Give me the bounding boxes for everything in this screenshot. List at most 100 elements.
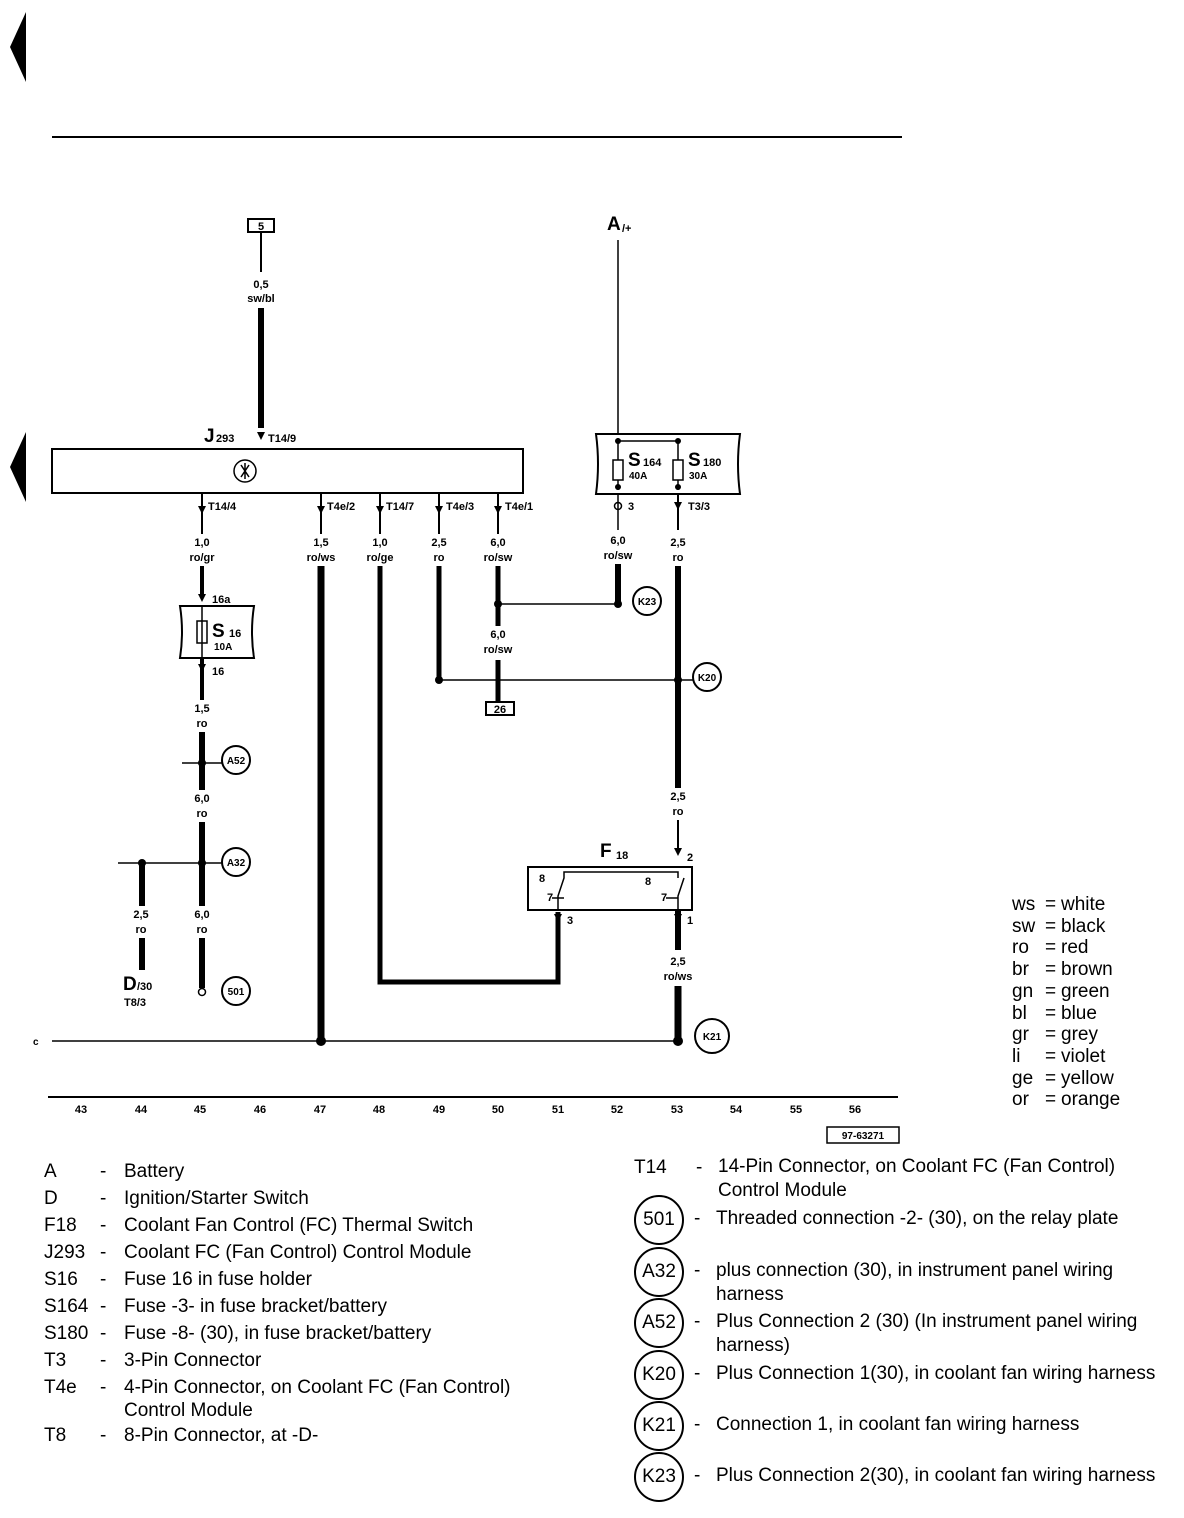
switch-pin-3-label: 3: [567, 915, 573, 927]
wire-45c-color: ro: [197, 808, 208, 820]
wire-48-size: 1,0: [372, 537, 387, 549]
switch-pin-3-arrow: [554, 914, 562, 922]
wire-53c-color: ro/ws: [664, 971, 693, 983]
connection-A52-label: A52: [227, 756, 246, 767]
component-dash: -: [100, 1350, 107, 1371]
grid-label: 54: [730, 1104, 743, 1116]
module-pin-top: T14/9: [268, 433, 296, 445]
wire-50a-size: 6,0: [490, 537, 505, 549]
component-dash: -: [100, 1269, 107, 1290]
connection-501-icon: [221, 976, 251, 1006]
color-code: ws: [1012, 894, 1036, 915]
connection-A52-icon: [221, 745, 251, 775]
grid-label: 52: [611, 1104, 623, 1116]
grid-label: 43: [75, 1104, 87, 1116]
switch-label: F: [600, 841, 612, 862]
connector-row: A52 - Plus Connection 2 (30) (In instrum…: [634, 1298, 1166, 1358]
connector-row: K20 - Plus Connection 1(30), in coolant …: [634, 1350, 1166, 1400]
component-row: T3-3-Pin Connector: [44, 1347, 564, 1374]
fuse-S164-sub: 164: [643, 457, 662, 469]
switch-pin-2-label: 2: [687, 852, 693, 864]
node-47-ground: [316, 1036, 326, 1046]
wire-color-legend: ws=white sw=black ro=red br=brown gn=gre…: [1012, 894, 1120, 1111]
node-53-K20: [674, 676, 682, 684]
connector-dash: -: [694, 1311, 701, 1332]
connector-dash: -: [696, 1157, 703, 1178]
module-sub: 293: [216, 433, 234, 445]
ignition-label: D: [123, 974, 137, 995]
color-code: or: [1012, 1089, 1029, 1111]
color-eq: =: [1045, 980, 1057, 1002]
color-name: violet: [1061, 1045, 1106, 1067]
module-pin-stubs: [201, 493, 499, 534]
component-dash: -: [100, 1377, 107, 1398]
color-eq: =: [1045, 915, 1057, 937]
switch-inner-right-top: 8: [645, 876, 651, 888]
component-desc: Fuse 16 in fuse holder: [124, 1269, 313, 1290]
grid-labels: 43 44 45 46 47 48 49 50 51 52 53 54 55 5…: [75, 1104, 861, 1116]
module-J293-box: [51, 448, 524, 494]
diagram-id-box: [826, 1126, 900, 1144]
component-row: T4e-4-Pin Connector, on Coolant FC (Fan …: [44, 1374, 564, 1422]
fuse-holder-S16: [178, 605, 256, 659]
fuse-S180-sub: 180: [703, 457, 721, 469]
legend-row: sw=black: [1012, 916, 1120, 938]
terminal-45-end: [197, 987, 207, 997]
component-row: F18-Coolant Fan Control (FC) Thermal Swi…: [44, 1212, 564, 1239]
connector-desc: Plus Connection 2(30), in coolant fan wi…: [716, 1465, 1156, 1486]
wire-53a-color: ro: [673, 552, 684, 564]
module-pin-T4e-2: T4e/2: [327, 501, 355, 513]
fuse-S16-rating: 10A: [214, 642, 232, 653]
color-code: sw: [1012, 915, 1036, 937]
component-desc: 8-Pin Connector, at -D-: [124, 1425, 319, 1446]
switch-inner-left-top: 8: [539, 873, 545, 885]
fuse-pin-3-label: 3: [628, 501, 634, 513]
fuse-bracket: [594, 433, 742, 495]
node-52: [614, 600, 622, 608]
connection-A32-icon: [221, 847, 251, 877]
wire-45a-color: ro/gr: [189, 552, 215, 564]
connection-K23-label: K23: [638, 597, 657, 608]
wire-50b-size: 6,0: [490, 629, 505, 641]
connector-row: T14 - 14-Pin Connector, on Coolant FC (F…: [634, 1155, 1168, 1203]
fuse-S164-bottom-pin: [615, 484, 621, 490]
component-dash: -: [100, 1188, 107, 1209]
wire-44-color: ro: [136, 924, 147, 936]
wire-48-color: ro/ge: [367, 552, 394, 564]
wire-45c-size: 6,0: [194, 793, 209, 805]
fuse-S16-pin-top: 16a: [212, 594, 231, 606]
wire-52-size: 6,0: [610, 535, 625, 547]
component-desc: Fuse -8- (30), in fuse bracket/battery: [124, 1323, 432, 1344]
connector-dash: -: [694, 1260, 701, 1281]
wire-49-size: 2,5: [431, 537, 446, 549]
ignition-sub: /30: [137, 981, 152, 993]
switch-inner-right-bottom: 7: [661, 892, 667, 904]
color-code: bl: [1012, 1002, 1027, 1024]
switch-inner-left-bottom: 7: [547, 892, 553, 904]
component-dash: -: [100, 1425, 107, 1446]
wire-50b-color: ro/sw: [484, 644, 513, 656]
terminal-26-label: 26: [494, 704, 506, 716]
ignition-connector: T8/3: [124, 997, 146, 1009]
wire-53b-size: 2,5: [670, 791, 685, 803]
color-name: red: [1061, 937, 1089, 959]
component-code: T4e: [44, 1377, 77, 1398]
component-code: A: [44, 1161, 57, 1182]
component-code: T3: [44, 1350, 67, 1371]
connector-row: K21 - Connection 1, in coolant fan wirin…: [634, 1401, 1166, 1451]
connection-K21-icon: [694, 1018, 730, 1054]
component-code: S164: [44, 1296, 89, 1317]
page-back-arrow-icon[interactable]: [10, 12, 26, 82]
wire-45d-color: ro: [197, 924, 208, 936]
wire-53a-size: 2,5: [670, 537, 685, 549]
connector-A52-icon: A52: [634, 1298, 684, 1348]
grid-label: 48: [373, 1104, 385, 1116]
component-dash: -: [100, 1161, 107, 1182]
color-eq: =: [1045, 1045, 1057, 1067]
terminal-26-box: [485, 701, 515, 716]
switch-pin-1-label: 1: [687, 915, 693, 927]
terminal-5-label: 5: [258, 221, 264, 233]
fuse-S16-name: S: [212, 621, 225, 642]
wiring-diagram: 5 0,5 sw/bl T14/9 J 293 T14/4 T4e/2 T14/…: [10, 12, 902, 1144]
connector-row: K23 - Plus Connection 2(30), in coolant …: [634, 1452, 1166, 1502]
